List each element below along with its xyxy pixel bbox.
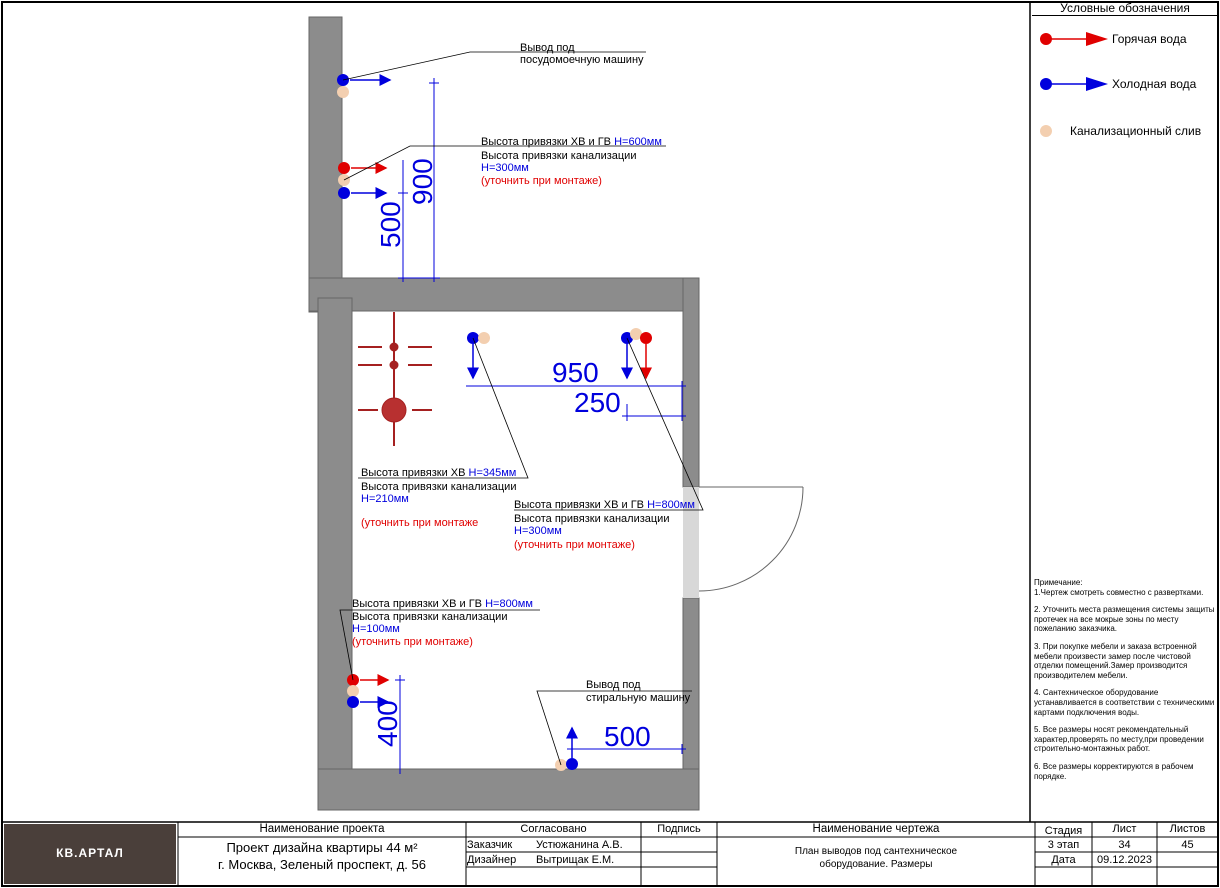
toilet-note-line2: Высота привязки канализации [361,481,516,493]
shower-note-line1: Высота привязки ХВ и ГВ Н=800мм [352,598,533,610]
dimension-lines [395,78,686,774]
shower-note-line4: (уточнить при монтаже) [352,636,473,648]
kitchen-note-line2: Высота привязки канализации [481,150,636,162]
stage-header: Стадия [1044,825,1083,837]
kitchen-note-line1: Высота привязки ХВ и ГВ Н=600мм [481,136,662,148]
dishwasher-note-line1: Вывод под [520,42,575,54]
note-item: 2. Уточнить места размещения системы защ… [1034,605,1215,634]
drawing-title-line1: План выводов под сантехническое [794,846,958,857]
logo-text: КВ.АРТАЛ [56,846,124,860]
washer-note-line2: стиральную машину [586,692,691,704]
legend-symbols [1040,32,1108,137]
customer-role: Заказчик [467,839,513,851]
hot-water-point [338,162,350,174]
drawing-title-line2: оборудование. Размеры [819,859,933,870]
dimension-labels: 900 500 950 250 400 500 [372,158,651,752]
legend-cold-water-label: Холодная вода [1112,77,1197,91]
toilet-drain-symbol [358,312,432,446]
shower-note-line2: Высота привязки канализации [352,611,507,623]
sink-note-line4: (уточнить при монтаже) [514,539,635,551]
dim-500-top: 500 [375,201,406,248]
drawing-header: Наименование чертежа [812,823,940,835]
sink-note-line3: Н=300мм [514,525,562,537]
kitchen-note-line3: Н=300мм [481,162,529,174]
dim-500-bottom: 500 [604,721,651,752]
toilet-note-line1: Высота привязки ХВ Н=345мм [361,467,516,479]
drain-point [478,332,490,344]
note-item: 3. При покупке мебели и заказа встроенно… [1034,641,1197,680]
designer-role: Дизайнер [467,854,517,866]
date-value: 09.12.2023 [1096,854,1153,866]
project-name: Проект дизайна квартиры 44 м² [226,840,418,855]
notes-heading: Примечание: [1034,578,1083,587]
sheets-value: 45 [1181,839,1194,851]
sheet-value: 34 [1118,839,1131,851]
customer-name: Устюжанина А.В. [536,839,623,851]
cold-water-point [347,696,359,708]
kitchen-note-line4: (уточнить при монтаже) [481,175,602,187]
toilet-note-line4: (уточнить при монтаже [361,517,478,529]
drain-point [630,328,642,340]
door [683,486,804,598]
dim-400: 400 [372,700,403,747]
designer-name: Вытрищак Е.М. [536,854,615,866]
sheet-header: Лист [1112,823,1137,835]
sheets-header: Листов [1169,823,1206,835]
flow-arrows [350,74,652,758]
agreed-header: Согласовано [520,823,587,835]
date-label: Дата [1051,854,1076,866]
dim-250: 250 [574,387,621,418]
dim-900: 900 [407,158,438,205]
note-item: 4. Сантехническое оборудование устанавли… [1034,688,1215,717]
note-item: 5. Все размеры носят рекомендательный ха… [1034,725,1204,754]
dim-950: 950 [552,357,599,388]
cold-water-point [338,187,350,199]
washer-note-line1: Вывод под [586,679,641,691]
titleblock-grid [177,822,1218,886]
leader-lines [339,51,704,766]
cold-water-point [566,758,578,770]
project-header: Наименование проекта [259,823,385,835]
drain-point [337,86,349,98]
sink-note-line1: Высота привязки ХВ и ГВ Н=800мм [514,499,695,511]
hot-water-point [640,332,652,344]
toilet-note-line3: Н=210мм [361,493,409,505]
note-item: 1.Чертеж смотреть совместно с разверткам… [1034,587,1204,597]
annotations: Вывод под посудомоечную машину Высота пр… [352,42,695,704]
signature-header: Подпись [657,823,701,835]
dishwasher-note-line2: посудомоечную машину [520,54,644,66]
note-item: 6. Все размеры корректируются в рабочем … [1034,761,1194,781]
sink-note-line2: Высота привязки канализации [514,513,669,525]
legend-drain-label: Канализационный слив [1070,124,1202,138]
shower-note-line3: Н=100мм [352,623,400,635]
legend-hot-water-label: Горячая вода [1112,32,1187,46]
legend-title: Условные обозначения [1032,1,1218,16]
walls [308,16,700,811]
stage-value: 3 этап [1047,839,1080,851]
drain-point [347,685,359,697]
notes-block: Примечание: 1.Чертеж смотреть совместно … [1034,578,1216,789]
project-address: г. Москва, Зеленый проспект, д. 56 [218,857,426,872]
company-logo: КВ.АРТАЛ [4,824,176,884]
